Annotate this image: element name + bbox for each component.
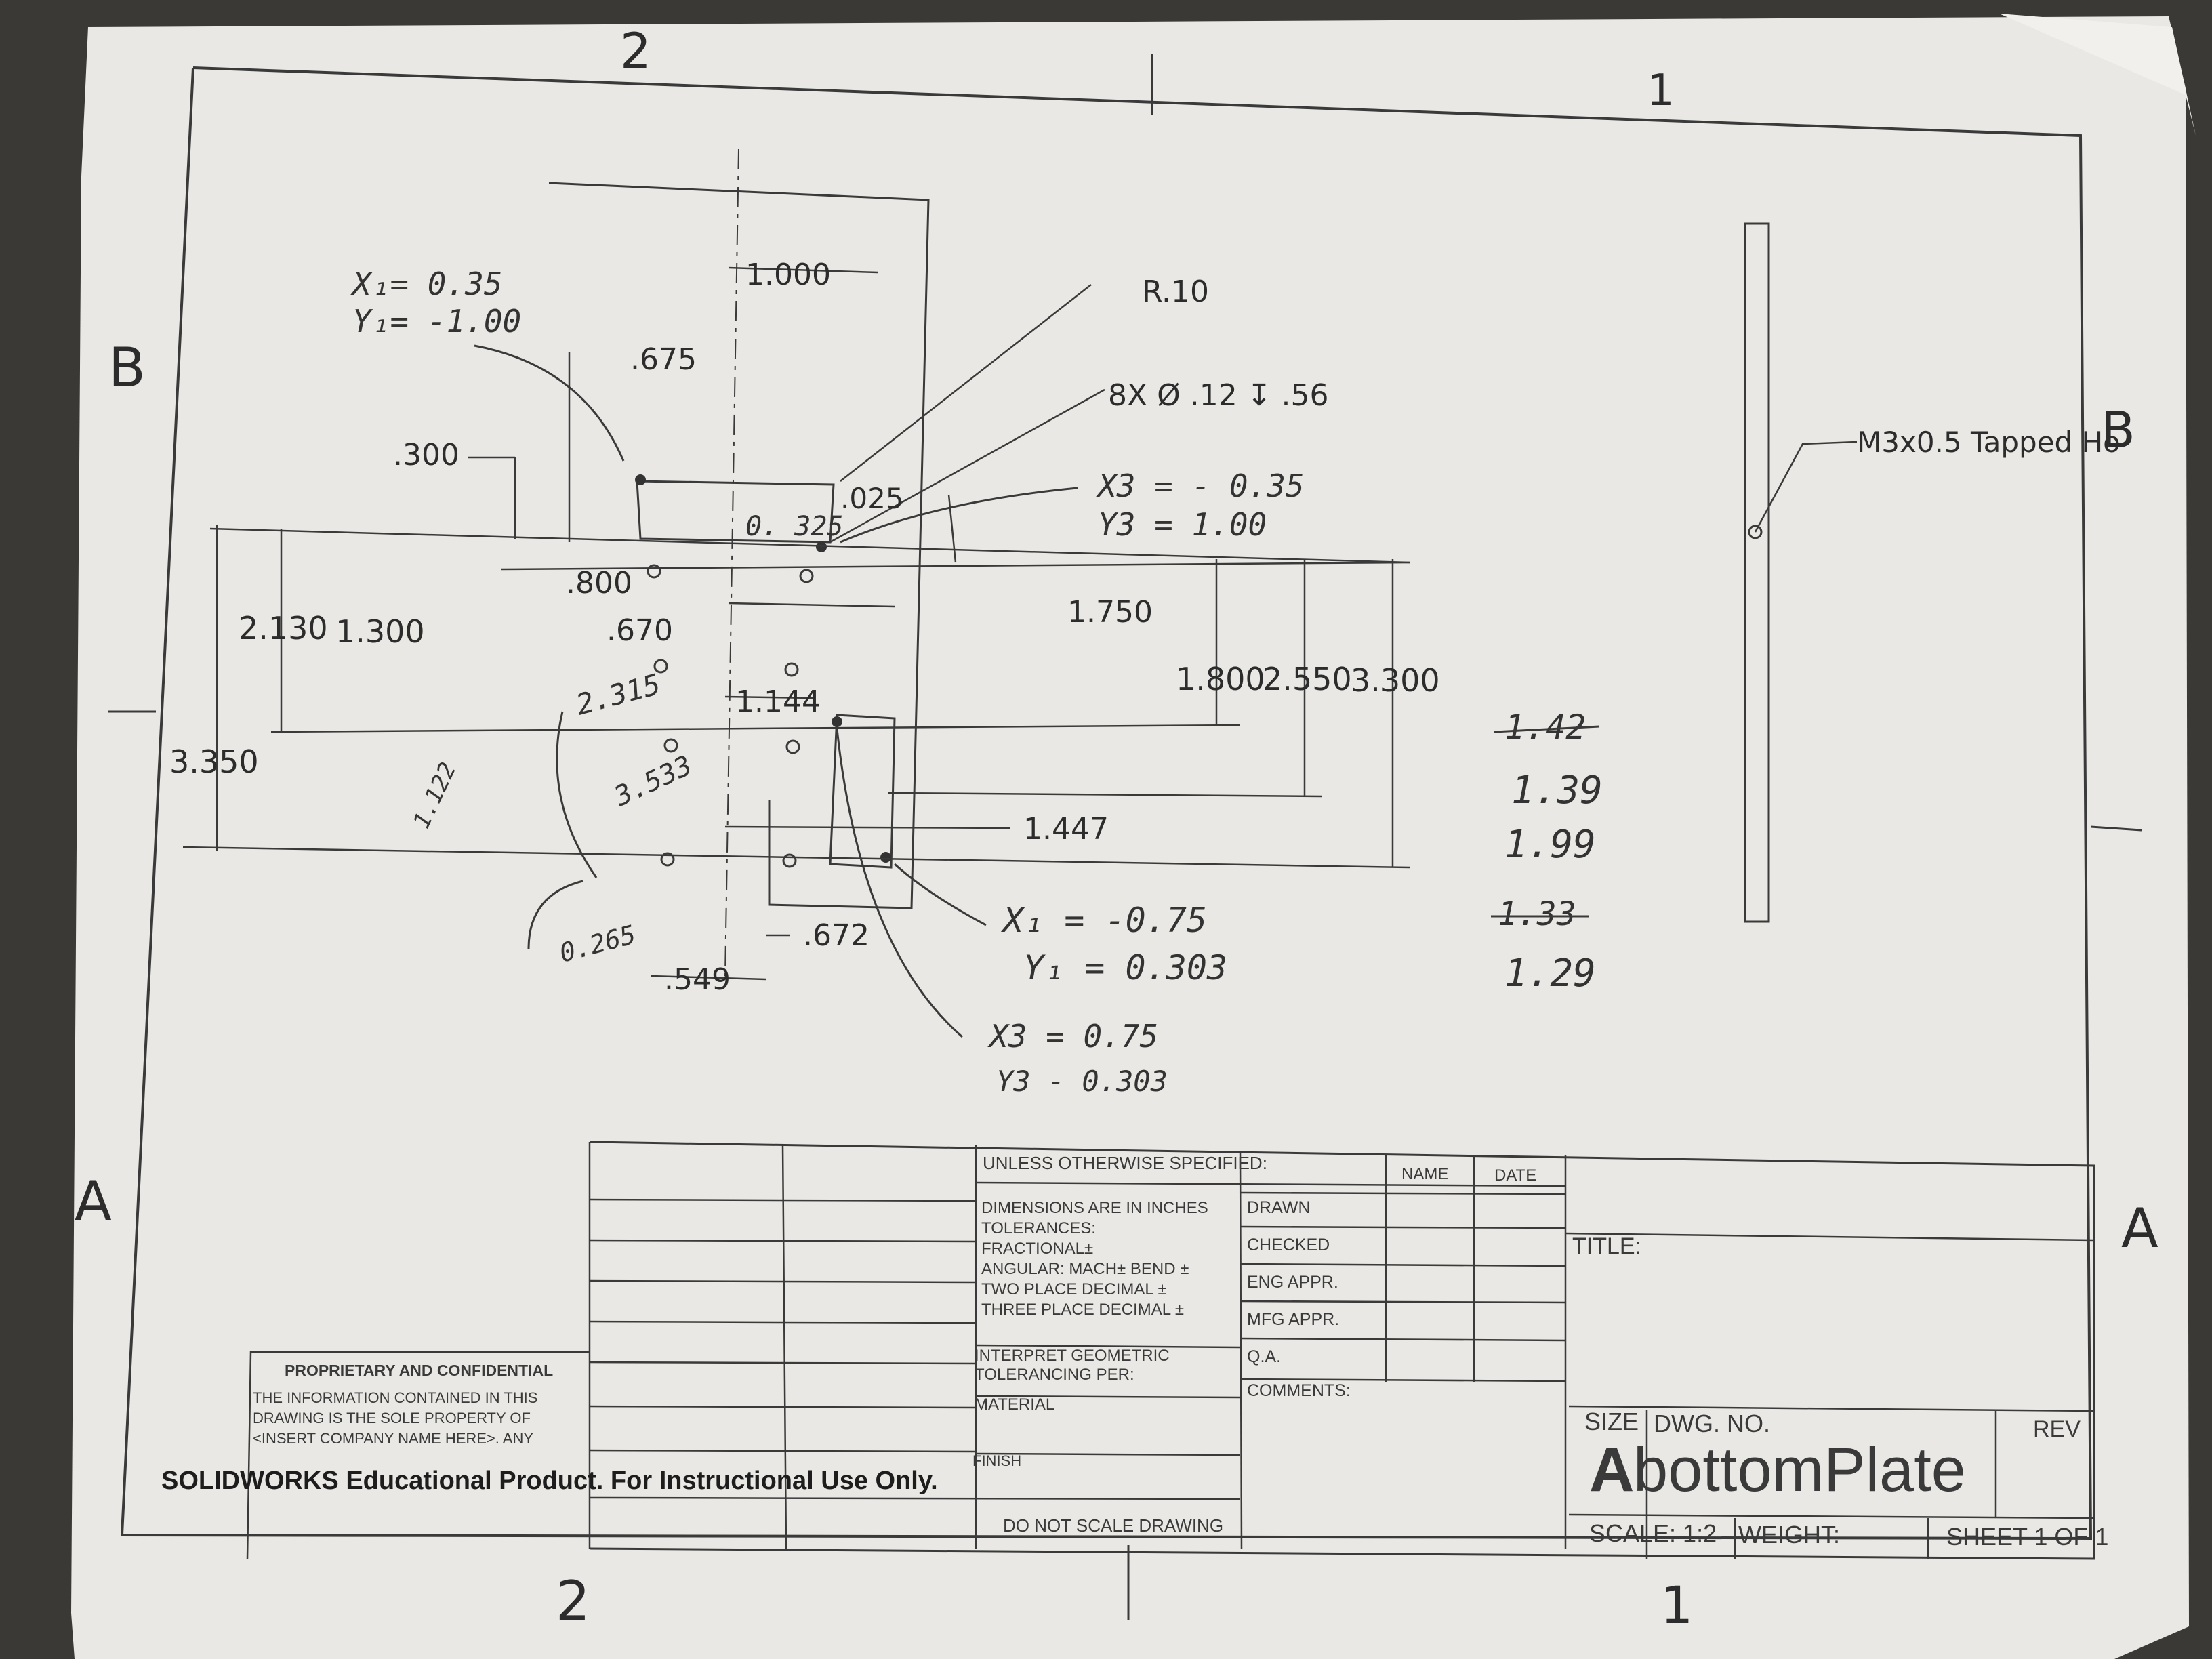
tb-role-drawn: DRAWN — [1247, 1198, 1311, 1217]
tb-size-value: A — [1589, 1435, 1634, 1504]
dim-1144: 1.144 — [735, 684, 821, 719]
side-value-2: 1.39 — [1511, 769, 1603, 813]
note-y3-top: Y3 = 1.00 — [1098, 506, 1267, 543]
dim-675: .675 — [630, 342, 697, 377]
dim-3300: 3.300 — [1351, 662, 1440, 699]
tb-role-checked: CHECKED — [1247, 1235, 1330, 1254]
zone-top-1: 1 — [1647, 66, 1675, 116]
zone-top-2: 2 — [620, 22, 651, 79]
dim-r10: R.10 — [1142, 274, 1209, 309]
dim-549: .549 — [664, 962, 731, 997]
note-y1-top: Y₁= -1.00 — [352, 303, 521, 340]
tb-dims-line-3: FRACTIONAL± — [981, 1240, 1093, 1258]
tb-interpret-1: INTERPRET GEOMETRIC — [975, 1347, 1170, 1365]
zone-bottom-1: 1 — [1660, 1575, 1693, 1635]
dim-800: .800 — [566, 566, 632, 600]
dim-1447: 1.447 — [1023, 812, 1109, 846]
drawing-border — [108, 54, 2142, 1620]
dim-2550: 2.550 — [1263, 661, 1352, 697]
tb-proprietary-line-1: THE INFORMATION CONTAINED IN THIS — [253, 1389, 537, 1406]
watermark-educational: SOLIDWORKS Educational Product. For Inst… — [161, 1467, 938, 1495]
dim-tapped-hole: M3x0.5 Tapped Ho — [1857, 426, 2121, 459]
tb-dwg-label: DWG. NO. — [1654, 1410, 1770, 1437]
side-value-3: 1.99 — [1504, 823, 1596, 867]
tb-date-header: DATE — [1494, 1166, 1536, 1185]
tb-unless: UNLESS OTHERWISE SPECIFIED: — [983, 1153, 1267, 1173]
dim-0325: 0. 325 — [745, 511, 844, 542]
zone-right-a: A — [2121, 1197, 2158, 1260]
tb-proprietary-title: PROPRIETARY AND CONFIDENTIAL — [285, 1361, 553, 1379]
zone-left-a: A — [75, 1170, 112, 1233]
zone-bottom-2: 2 — [556, 1570, 590, 1633]
dim-670: .670 — [607, 613, 673, 648]
zone-left-b: B — [108, 336, 146, 399]
dim-300: .300 — [393, 438, 459, 472]
tb-dims-line-6: THREE PLACE DECIMAL ± — [981, 1300, 1184, 1319]
tb-do-not-scale: DO NOT SCALE DRAWING — [1003, 1515, 1223, 1536]
note-x1-bottom: X₁ = -0.75 — [1000, 901, 1207, 940]
note-x3-top: X3 = - 0.35 — [1096, 468, 1305, 504]
tb-proprietary-line-2: DRAWING IS THE SOLE PROPERTY OF — [253, 1410, 531, 1427]
tb-comments: COMMENTS: — [1247, 1381, 1351, 1400]
plate-side-view — [1744, 222, 1858, 923]
tb-role-qa: Q.A. — [1247, 1347, 1281, 1366]
tb-dims-line-4: ANGULAR: MACH± BEND ± — [981, 1260, 1189, 1278]
dimension-lines — [182, 266, 1410, 981]
tb-weight: WEIGHT: — [1738, 1521, 1840, 1549]
tb-proprietary-line-3: <INSERT COMPANY NAME HERE>. ANY — [253, 1430, 533, 1447]
dim-025: .025 — [840, 482, 904, 515]
dim-3350: 3.350 — [169, 743, 259, 780]
dim-672: .672 — [803, 918, 869, 953]
tb-interpret-2: TOLERANCING PER: — [975, 1366, 1134, 1384]
tb-rev-label: REV — [2033, 1416, 2081, 1442]
dim-1000: 1.000 — [745, 258, 831, 292]
dim-1300: 1.300 — [335, 613, 425, 650]
paper-sheet — [71, 16, 2189, 1659]
tb-sheet: SHEET 1 OF 1 — [1946, 1523, 2108, 1551]
tb-role-mfg-appr: MFG APPR. — [1247, 1310, 1339, 1329]
dim-1750: 1.750 — [1067, 595, 1153, 630]
side-value-5: 1.29 — [1504, 951, 1596, 996]
handwritten-arrows — [474, 344, 1078, 1038]
note-y1-bottom: Y₁ = 0.303 — [1023, 948, 1227, 987]
tb-finish: FINISH — [972, 1452, 1021, 1469]
note-x1-top: X₁= 0.35 — [350, 266, 503, 302]
dim-2130: 2.130 — [239, 610, 328, 647]
note-x3-bottom: X3 = 0.75 — [987, 1018, 1158, 1054]
dim-holes: 8X Ø .12 ↧ .56 — [1108, 378, 1329, 413]
dim-1800: 1.800 — [1176, 661, 1265, 697]
title-block — [246, 1141, 2095, 1560]
tb-material: MATERIAL — [975, 1395, 1054, 1414]
tb-role-eng-appr: ENG APPR. — [1247, 1273, 1338, 1292]
side-calculations: 1.42 1.39 1.99 1.33 1.29 — [1491, 708, 1603, 996]
tb-dims-line-1: DIMENSIONS ARE IN INCHES — [981, 1199, 1208, 1217]
tb-dwg-value: bottomPlate — [1633, 1435, 1966, 1504]
hole-pattern — [635, 474, 891, 868]
tb-dims-line-2: TOLERANCES: — [981, 1219, 1096, 1237]
zone-right-b: B — [2101, 401, 2135, 459]
tb-dimensions-block: DIMENSIONS ARE IN INCHES TOLERANCES: FRA… — [981, 1199, 1208, 1319]
side-value-4: 1.33 — [1498, 895, 1576, 933]
tb-scale: SCALE: 1:2 — [1589, 1519, 1717, 1547]
tb-size-label: SIZE — [1584, 1408, 1639, 1435]
tb-name-header: NAME — [1401, 1165, 1448, 1183]
tb-title-label: TITLE: — [1572, 1233, 1641, 1259]
tb-dims-line-5: TWO PLACE DECIMAL ± — [981, 1280, 1167, 1298]
note-y3-bottom: Y3 - 0.303 — [996, 1065, 1168, 1098]
